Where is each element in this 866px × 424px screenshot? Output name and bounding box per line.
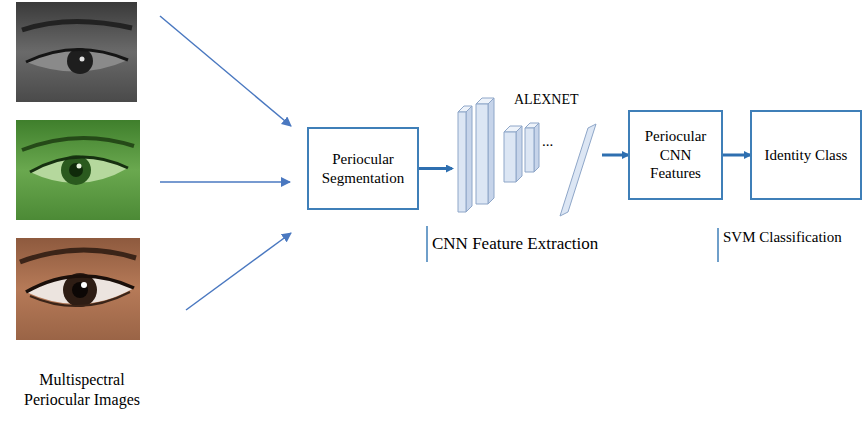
section-divider	[717, 228, 719, 262]
box-label: Periocular CNN Features	[638, 127, 713, 183]
box-label: Identity Class	[765, 146, 848, 165]
process-box: Periocular Segmentation	[307, 127, 419, 210]
input-arrow	[186, 233, 291, 310]
flow-arrow	[419, 167, 452, 170]
section-label: SVM Classification	[723, 228, 842, 247]
section-divider	[426, 226, 428, 262]
process-box: Identity Class	[750, 110, 862, 200]
network-name: ALEXNET	[514, 91, 579, 109]
nir-eye-image	[16, 2, 137, 102]
flow-arrow	[723, 154, 750, 157]
green-band-eye-image	[16, 120, 140, 220]
network-figure: ALEXNET	[452, 86, 602, 221]
process-box: Periocular CNN Features	[628, 110, 723, 200]
ellipsis-mark: ...	[542, 132, 553, 151]
input-caption: Multispectral Periocular Images	[17, 370, 147, 410]
box-label: Periocular Segmentation	[317, 150, 409, 188]
flow-arrow	[602, 154, 628, 157]
input-arrow	[160, 16, 291, 126]
visible-eye-image	[16, 238, 140, 340]
section-label: CNN Feature Extraction	[432, 233, 598, 254]
input-arrow	[160, 181, 290, 183]
